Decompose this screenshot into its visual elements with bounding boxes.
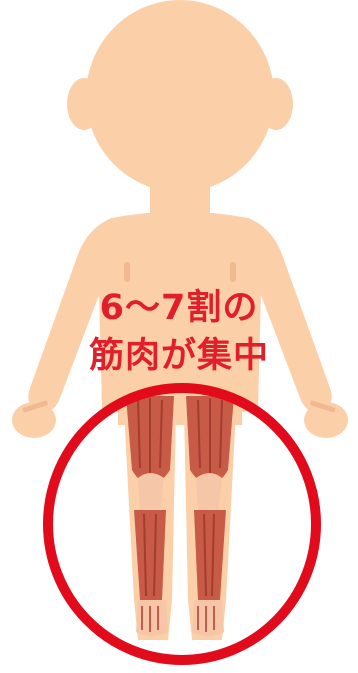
highlight-circle xyxy=(48,388,316,660)
left-foot xyxy=(136,600,168,636)
legs xyxy=(118,395,242,640)
left-blade-mark xyxy=(124,262,130,282)
right-blade-mark xyxy=(230,262,236,282)
head xyxy=(86,0,274,192)
right-ear xyxy=(259,78,293,130)
caption-line-2: 筋肉が集中 xyxy=(0,336,358,376)
left-ear xyxy=(67,78,101,130)
caption-line-1: 6～7割の xyxy=(0,288,358,328)
right-foot xyxy=(192,600,224,636)
